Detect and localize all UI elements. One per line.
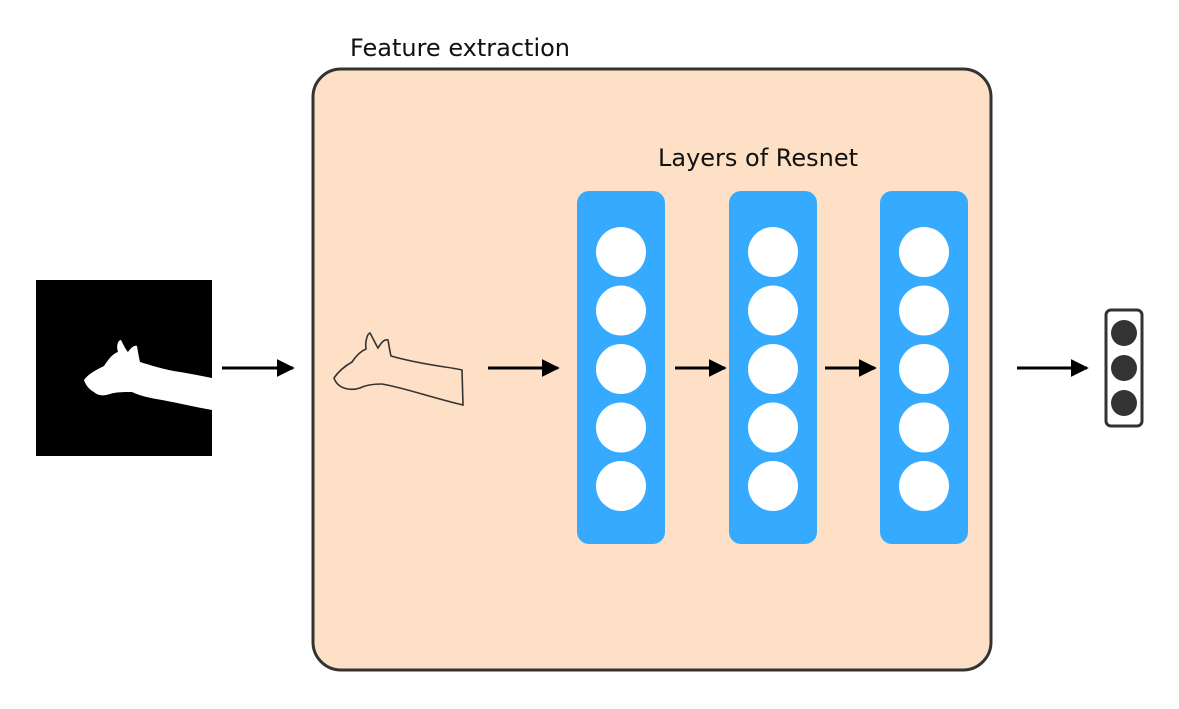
resnet-layers xyxy=(577,191,968,544)
input-image xyxy=(36,280,212,456)
resnet-layer-3-node-2 xyxy=(899,285,949,336)
resnet-layer-3-node-4 xyxy=(899,402,949,453)
resnet-layer-3-node-3 xyxy=(899,344,949,394)
resnet-title: Layers of Resnet xyxy=(658,144,858,172)
output-node-2 xyxy=(1111,355,1137,381)
resnet-layer-2-node-1 xyxy=(748,227,798,277)
output-nodes xyxy=(1111,320,1137,416)
resnet-layer-1-node-2 xyxy=(596,285,646,336)
feature-extraction-title: Feature extraction xyxy=(350,34,570,62)
resnet-layer-2-node-3 xyxy=(748,344,798,394)
resnet-layer-1-node-1 xyxy=(596,227,646,277)
hand-silhouette-icon xyxy=(84,340,212,410)
resnet-layer-2-node-5 xyxy=(748,461,798,511)
resnet-layer-1-node-5 xyxy=(596,461,646,511)
resnet-layer-3-node-1 xyxy=(899,227,949,277)
resnet-layer-3-node-5 xyxy=(899,461,949,511)
resnet-layer-2-node-2 xyxy=(748,285,798,336)
resnet-layer-1-node-4 xyxy=(596,402,646,453)
output-node-3 xyxy=(1111,390,1137,416)
output-node-1 xyxy=(1111,320,1137,346)
resnet-layer-1-node-3 xyxy=(596,344,646,394)
hand-outline-icon xyxy=(333,332,464,407)
resnet-layer-2-node-4 xyxy=(748,402,798,453)
